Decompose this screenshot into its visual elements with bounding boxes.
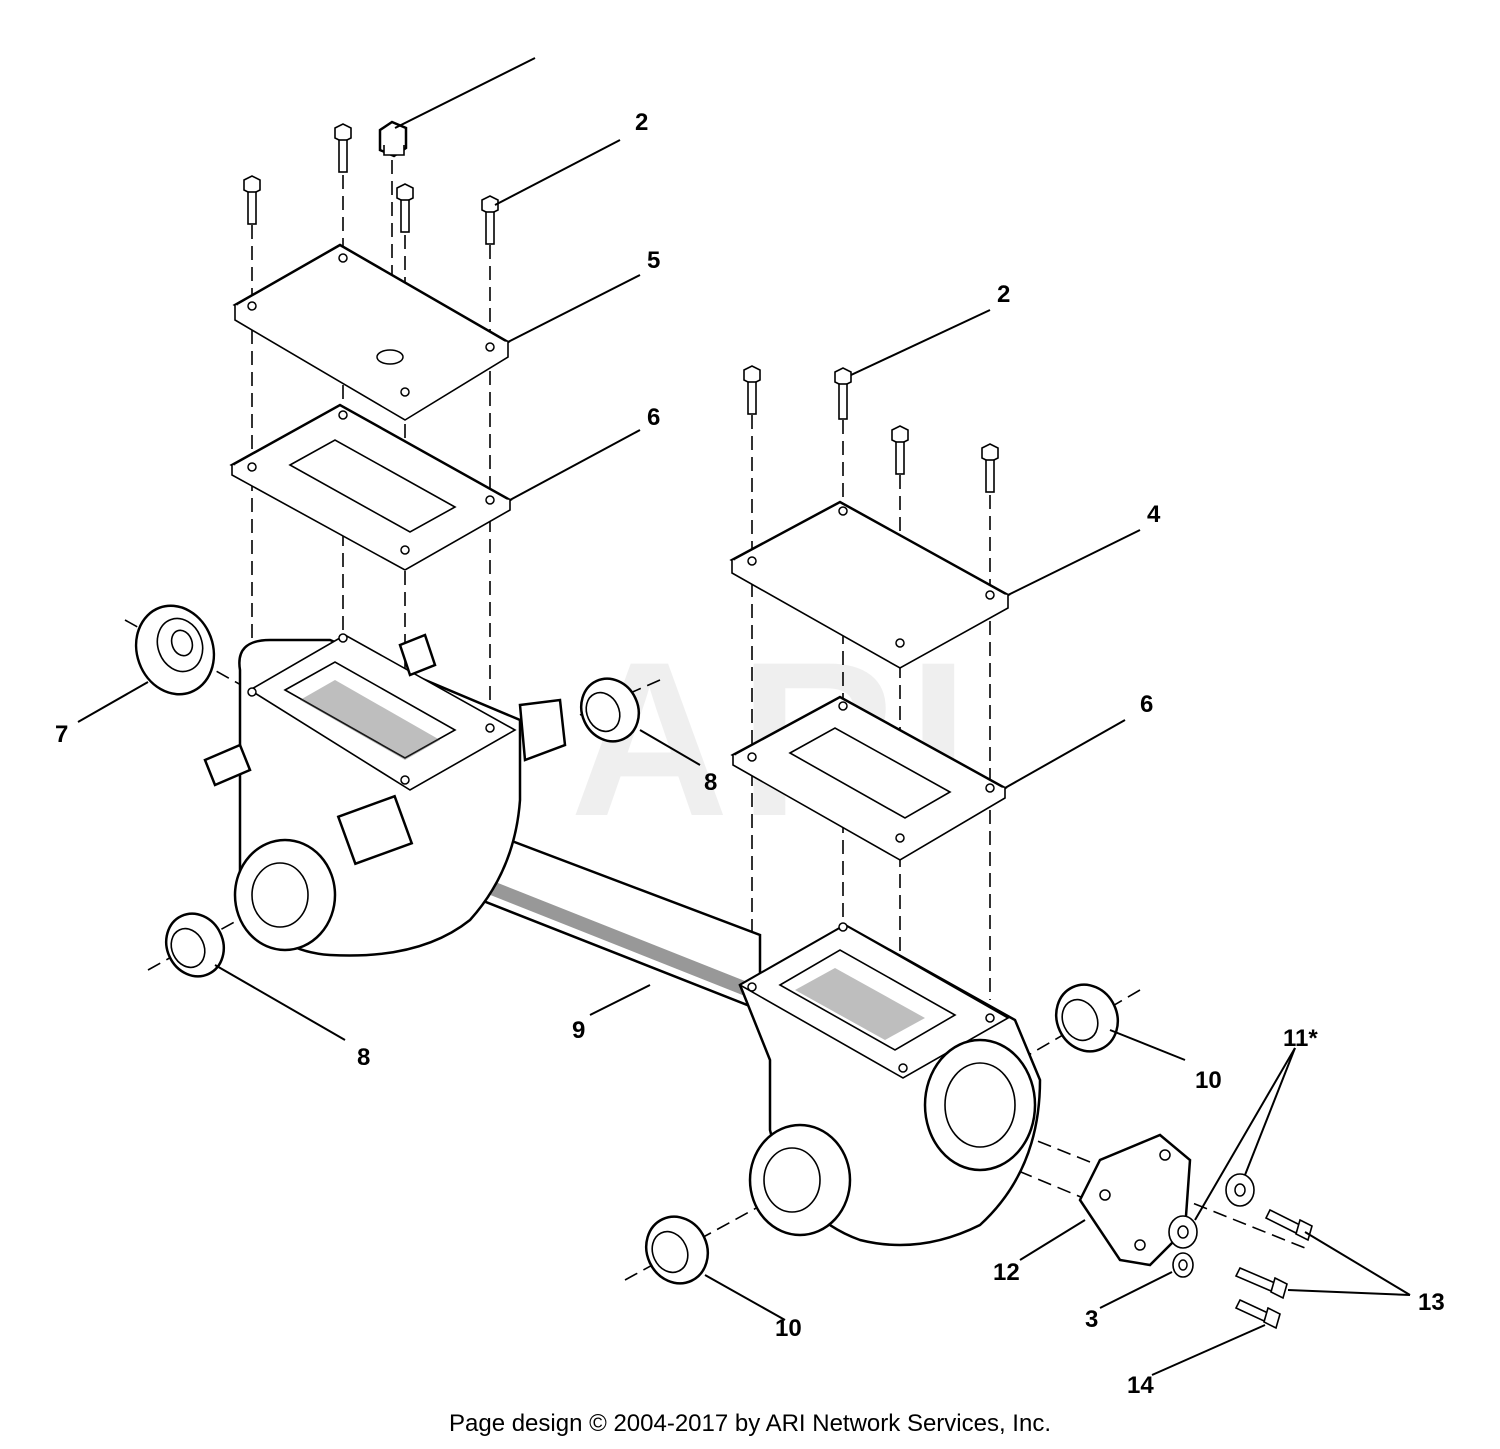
bolt	[891, 425, 909, 475]
callout-12: 12	[993, 1259, 1020, 1286]
callout-2-top-left: 2	[635, 109, 648, 136]
axle-housing	[203, 633, 1042, 1247]
callout-6-left: 6	[647, 404, 660, 431]
bolt	[396, 183, 414, 233]
end-plate	[1078, 1133, 1192, 1267]
bolt	[834, 367, 852, 420]
gasket-left	[229, 403, 513, 571]
callout-labels: 2 5 6 2 4 6 7 8 8 9 10 10 11* 12 13 3 14	[55, 109, 1445, 1399]
bolt	[243, 175, 261, 225]
bolts-top	[243, 120, 999, 493]
bushing-right-upper	[1054, 983, 1120, 1053]
bolt	[334, 123, 352, 173]
pipe-plug	[378, 120, 408, 158]
bolt	[743, 365, 761, 415]
callout-11: 11*	[1283, 1025, 1318, 1052]
callout-4: 4	[1147, 501, 1161, 528]
callout-7: 7	[55, 721, 68, 748]
bushing-upper	[579, 677, 641, 743]
bushing-right-lower	[644, 1215, 710, 1285]
callout-2-right: 2	[997, 281, 1010, 308]
callout-5: 5	[647, 247, 660, 274]
callout-8-upper: 8	[704, 769, 717, 796]
copyright-footer: Page design © 2004-2017 by ARI Network S…	[448, 1410, 1051, 1437]
callout-9: 9	[572, 1017, 585, 1044]
bolt	[981, 443, 999, 493]
callout-3: 3	[1085, 1306, 1098, 1333]
callout-8-lower: 8	[357, 1044, 370, 1071]
callout-13: 13	[1418, 1289, 1445, 1316]
bolts-side	[1234, 1208, 1313, 1330]
callout-10-lower: 10	[775, 1315, 802, 1342]
cover-plate-left	[232, 243, 511, 421]
leader-lines	[77, 57, 1411, 1376]
callout-6-right: 6	[1140, 691, 1153, 718]
bushing-left-lower	[164, 912, 226, 978]
lock-washer	[1172, 1252, 1194, 1278]
gasket-right	[730, 695, 1008, 861]
callout-14: 14	[1127, 1372, 1154, 1399]
washers	[1168, 1173, 1255, 1249]
bolt	[481, 195, 499, 245]
callout-10-upper: 10	[1195, 1067, 1222, 1094]
bearing	[134, 604, 216, 696]
